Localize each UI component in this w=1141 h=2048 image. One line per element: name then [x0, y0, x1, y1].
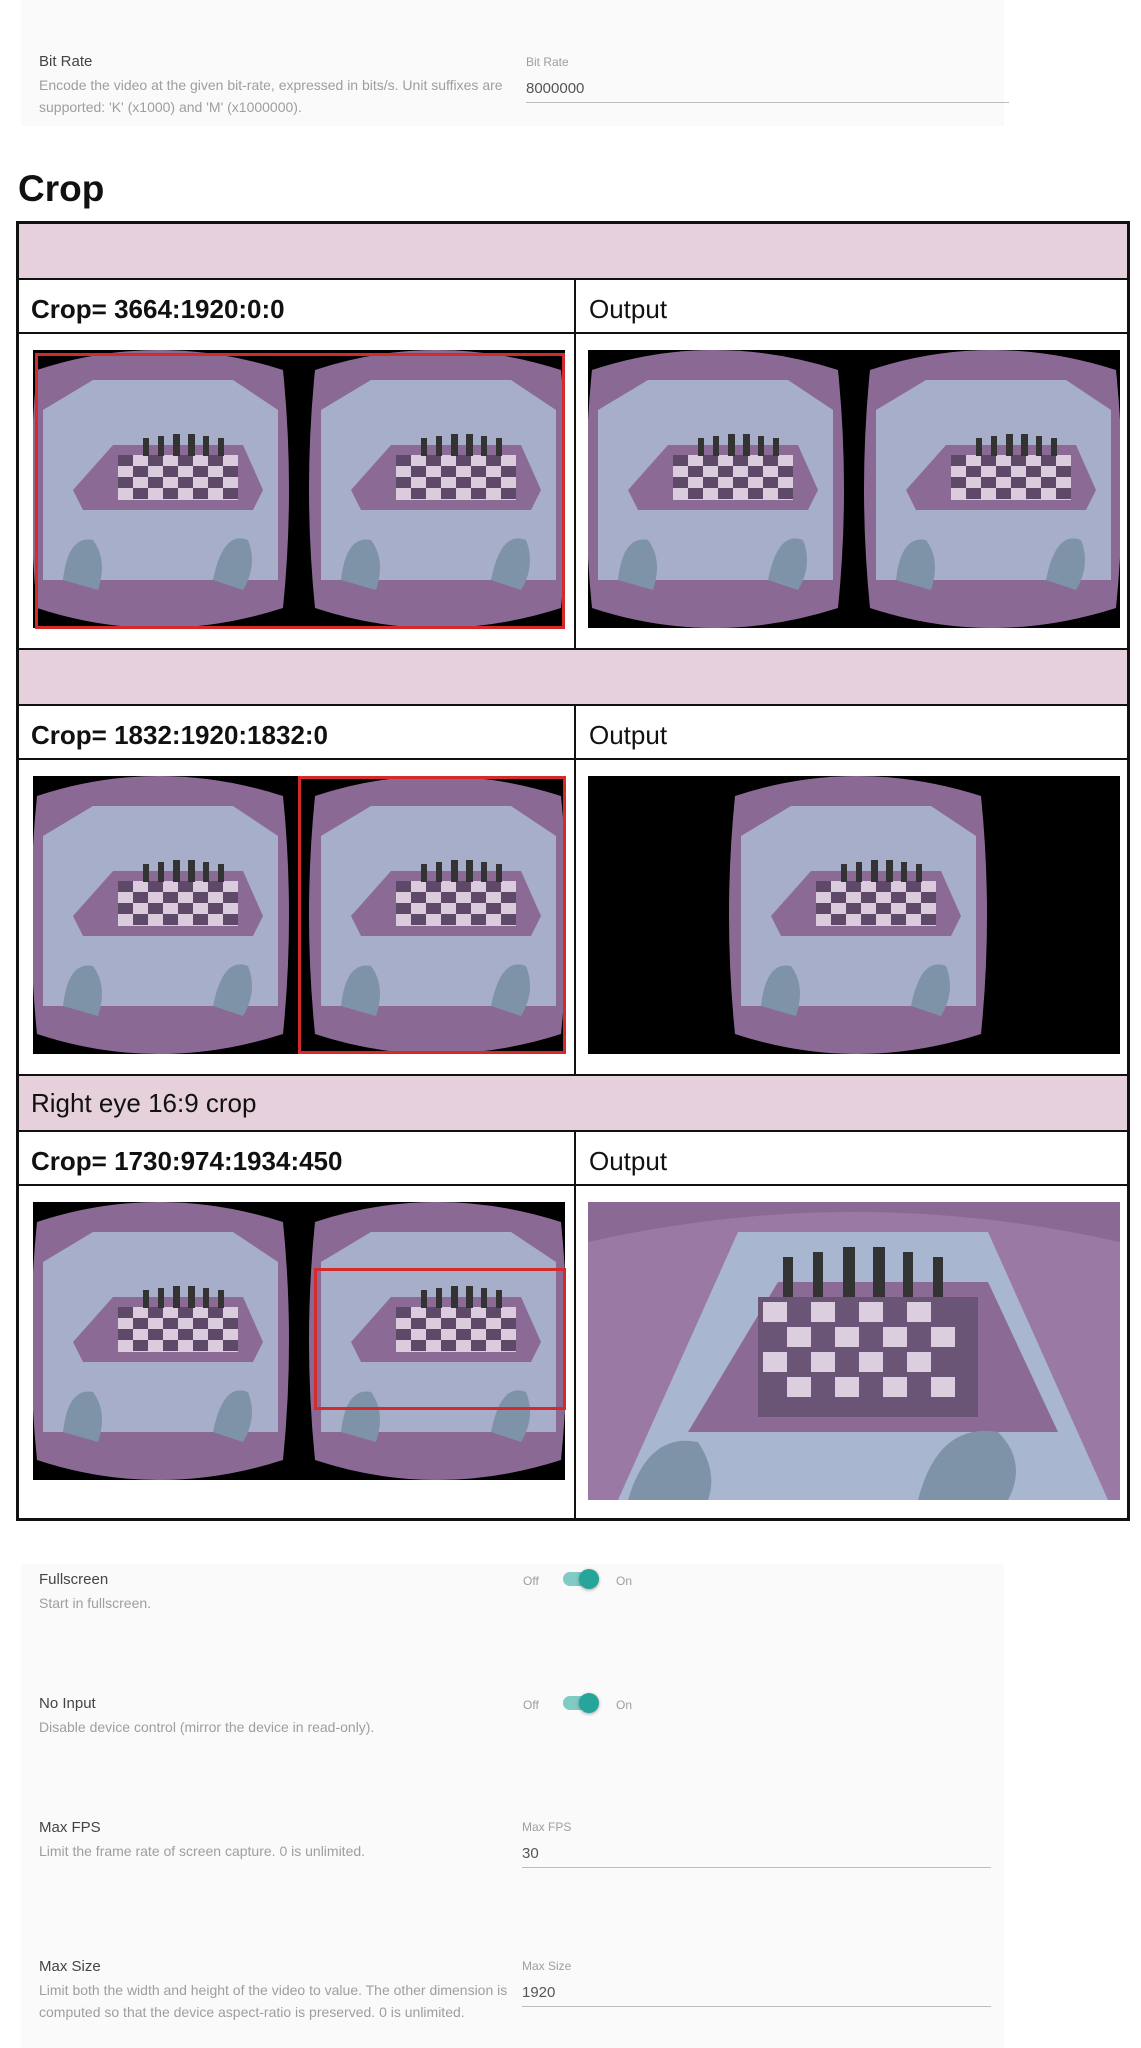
table-column-divider — [574, 704, 576, 1076]
max-fps-input[interactable] — [522, 1839, 991, 1868]
fullscreen-description: Start in fullscreen. — [39, 1595, 152, 1611]
max-fps-title: Max FPS — [39, 1819, 101, 1836]
no-input-setting: No Input Disable device control (mirror … — [21, 1688, 1004, 1808]
crop-label-3: Crop= 1730:974:1934:450 — [31, 1146, 343, 1176]
table-divider — [19, 278, 1127, 280]
max-size-field-label: Max Size — [522, 1959, 572, 1973]
output-label-2: Output — [589, 720, 668, 750]
table-divider — [19, 1074, 1127, 1076]
output-frame-image-3 — [588, 1202, 1120, 1500]
no-input-toggle[interactable] — [559, 1692, 603, 1714]
table-divider — [19, 1184, 1127, 1186]
table-divider — [19, 704, 1127, 706]
output-label-1: Output — [589, 294, 668, 324]
table-column-divider — [574, 1130, 576, 1518]
source-frame-image-3 — [33, 1202, 565, 1480]
settings-panel: Fullscreen Start in fullscreen. Off On N… — [21, 1564, 1004, 2048]
output-frame-image-2 — [588, 776, 1120, 1054]
table-column-divider — [574, 278, 576, 650]
example-band: Right eye 16:9 crop — [19, 1076, 1127, 1130]
fullscreen-toggle[interactable] — [559, 1568, 603, 1590]
example-band — [19, 650, 1127, 704]
crop-label-2: Crop= 1832:1920:1832:0 — [31, 720, 329, 750]
max-size-input[interactable] — [522, 1978, 991, 2007]
crop-region-box-3 — [314, 1268, 566, 1410]
no-input-title: No Input — [39, 1695, 96, 1712]
no-input-toggle-thumb — [579, 1693, 599, 1713]
bit-rate-title: Bit Rate — [39, 53, 93, 70]
max-fps-setting: Max FPS Limit the frame rate of screen c… — [21, 1812, 1004, 1932]
table-divider — [19, 1130, 1127, 1132]
fullscreen-title: Fullscreen — [39, 1571, 109, 1588]
example-band-label: Right eye 16:9 crop — [31, 1088, 257, 1118]
max-size-description: Limit both the width and height of the v… — [39, 1982, 508, 2020]
table-divider — [19, 758, 1127, 760]
max-size-title: Max Size — [39, 1958, 101, 1975]
crop-examples-table: Crop= 3664:1920:0:0 Output Crop= 1832:19… — [16, 221, 1130, 1521]
output-label-3: Output — [589, 1146, 668, 1176]
fullscreen-toggle-thumb — [579, 1569, 599, 1589]
bit-rate-input[interactable] — [526, 74, 1009, 103]
fullscreen-on-label: On — [616, 1574, 633, 1588]
bit-rate-description: Encode the video at the given bit-rate, … — [39, 77, 503, 115]
example-band — [19, 224, 1127, 278]
table-divider — [19, 648, 1127, 650]
max-fps-field-label: Max FPS — [522, 1820, 572, 1834]
bit-rate-setting-panel: Bit Rate Encode the video at the given b… — [21, 0, 1009, 126]
crop-region-box-1 — [35, 353, 565, 629]
max-fps-description: Limit the frame rate of screen capture. … — [39, 1843, 366, 1859]
source-frame-image-1 — [33, 350, 565, 628]
fullscreen-off-label: Off — [523, 1574, 539, 1588]
bit-rate-field-label: Bit Rate — [526, 55, 569, 69]
crop-region-box-2 — [298, 776, 566, 1054]
max-size-setting: Max Size Limit both the width and height… — [21, 1951, 1004, 2048]
output-frame-image-1 — [588, 350, 1120, 628]
crop-heading: Crop — [18, 168, 105, 209]
crop-label-1: Crop= 3664:1920:0:0 — [31, 294, 285, 324]
no-input-off-label: Off — [523, 1698, 539, 1712]
no-input-description: Disable device control (mirror the devic… — [39, 1719, 375, 1735]
table-divider — [19, 332, 1127, 334]
fullscreen-setting: Fullscreen Start in fullscreen. Off On — [21, 1564, 1004, 1684]
no-input-on-label: On — [616, 1698, 633, 1712]
